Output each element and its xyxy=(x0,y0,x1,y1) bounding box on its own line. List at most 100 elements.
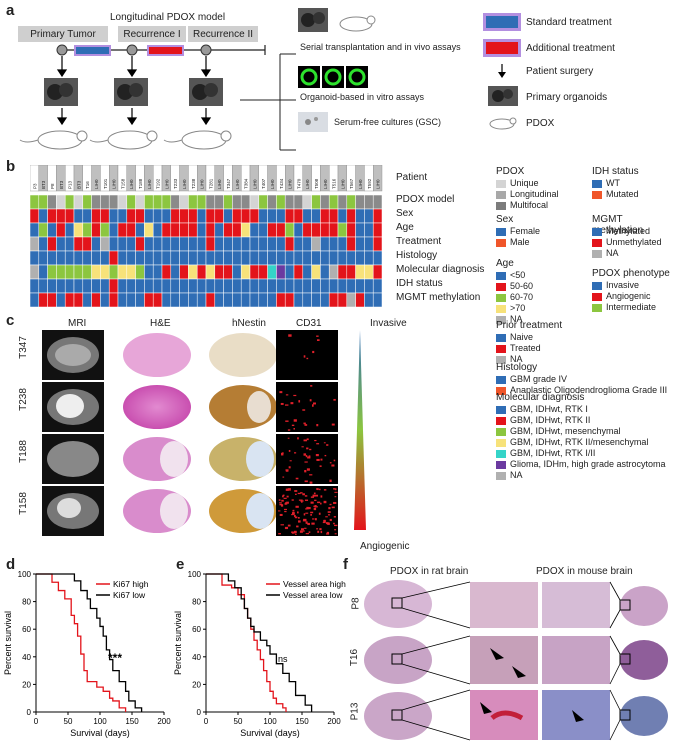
heatmap-cell xyxy=(372,278,383,294)
heatmap-cell xyxy=(249,292,260,308)
heatmap-cell xyxy=(240,222,251,238)
heatmap-cell xyxy=(205,208,216,224)
heatmap-cell xyxy=(196,264,207,280)
heatmap-cell xyxy=(355,194,365,210)
heatmap-cell xyxy=(372,292,383,308)
heatmap-cell xyxy=(346,292,356,308)
heatmap-cell xyxy=(108,250,119,266)
heatmap-cell xyxy=(135,292,145,308)
row-label-p8: P8 xyxy=(350,597,362,610)
legend-swatch xyxy=(592,282,602,290)
heatmap-cell xyxy=(258,264,268,280)
heatmap-cell xyxy=(249,264,260,280)
heatmap-cell xyxy=(100,292,110,308)
heatmap-cell xyxy=(108,236,119,252)
additional-treatment-swatch xyxy=(483,39,521,57)
heatmap-cell xyxy=(100,264,110,280)
row-t16 xyxy=(364,636,668,684)
legend-standard-treatment: Standard treatment xyxy=(526,17,612,28)
patient-id-label: T347 xyxy=(226,178,231,189)
legend-item-label: Unique xyxy=(510,178,539,188)
x-tick-label: 0 xyxy=(204,717,209,726)
heatmap-cell xyxy=(346,250,356,266)
heatmap-cell xyxy=(38,208,48,224)
heatmap-cell xyxy=(364,208,374,224)
arrow-annotations xyxy=(480,648,584,722)
heatmap-cell xyxy=(108,194,119,210)
heatmap-cell xyxy=(372,236,383,252)
legend-item-label: Unmethylated xyxy=(606,237,662,247)
heatmap-cell xyxy=(346,278,356,294)
heatmap-cell xyxy=(249,222,260,238)
heatmap-cell xyxy=(179,278,189,294)
heatmap-cell xyxy=(135,222,145,238)
legend-swatch xyxy=(592,228,602,236)
heatmap-cell xyxy=(38,264,48,280)
heatmap-cell xyxy=(214,194,224,210)
heatmap-cell xyxy=(196,208,207,224)
heatmap-cell xyxy=(82,222,92,238)
heatmap-cell xyxy=(144,264,154,280)
patient-id-label: LIH0 xyxy=(376,179,381,189)
patient-id-label: T192 xyxy=(156,178,161,189)
heatmap-cell xyxy=(284,278,295,294)
heatmap-cell xyxy=(179,208,189,224)
heatmap-cell xyxy=(196,222,207,238)
heatmap-cell xyxy=(276,292,286,308)
heatmap-cell xyxy=(249,250,260,266)
heatmap-cell xyxy=(152,222,163,238)
assay-organoid: Organoid-based in vitro assays xyxy=(300,92,425,102)
heatmap-cell xyxy=(108,292,119,308)
heatmap-cell xyxy=(170,208,180,224)
legend-swatch xyxy=(592,304,602,312)
heatmap-cell xyxy=(337,292,348,308)
heatmap-cell xyxy=(293,208,304,224)
col-he: H&E xyxy=(150,318,171,329)
legend-label: Ki67 high xyxy=(113,579,149,589)
legend-swatch xyxy=(496,461,506,469)
heatmap-cell xyxy=(346,264,356,280)
heatmap-cell xyxy=(100,222,110,238)
legend-item-label: 50-60 xyxy=(510,281,534,291)
standard-treatment-swatch xyxy=(483,13,521,31)
patient-id-label: T158 xyxy=(120,178,125,189)
legend-swatch xyxy=(496,428,506,436)
heatmap-cell xyxy=(170,236,180,252)
patient-id-label: LIH0 xyxy=(182,179,187,189)
surgery-node-3 xyxy=(200,44,212,56)
heatmap-cell xyxy=(267,278,277,294)
heatmap-cell xyxy=(205,236,216,252)
heatmap-cell xyxy=(258,208,268,224)
heatmap-cell xyxy=(346,208,356,224)
heatmap-cell xyxy=(56,236,66,252)
heatmap-cell xyxy=(284,264,295,280)
col-cd31: CD31 xyxy=(296,318,322,329)
legend-item-label: GBM, IDHwt, mesenchymal xyxy=(510,426,621,436)
legend-item-label: Glioma, IDHm, high grade astrocytoma xyxy=(510,459,666,469)
legend-item-label: >70 xyxy=(510,303,526,313)
patient-id-label: T470 xyxy=(296,178,301,189)
cd31-vessel-dots xyxy=(278,334,338,535)
arrow-down-icon xyxy=(498,72,506,78)
col-mri: MRI xyxy=(68,318,87,329)
y-tick-label: 80 xyxy=(192,598,201,607)
heatmap-cell xyxy=(82,264,92,280)
x-tick-label: 100 xyxy=(263,717,277,726)
heatmap-cell xyxy=(355,264,365,280)
legend-item-label: Female xyxy=(510,226,541,236)
x-tick-label: 200 xyxy=(157,717,171,726)
heatmap-cell xyxy=(205,250,216,266)
patient-id-label: T281 xyxy=(208,178,213,189)
heatmap-cell xyxy=(30,236,40,252)
heatmap-cell xyxy=(188,236,198,252)
heatmap-cell xyxy=(249,278,260,294)
heatmap-cell xyxy=(30,278,40,294)
row-label-mgmt: MGMT methylation xyxy=(396,292,481,303)
header-rat-brain: PDOX in rat brain xyxy=(390,566,469,577)
x-tick-label: 50 xyxy=(234,717,243,726)
heatmap-cell xyxy=(267,222,277,238)
patient-id-label: P13 xyxy=(68,180,73,189)
legend-swatch xyxy=(496,283,506,291)
patient-id-label: T516 xyxy=(332,178,337,189)
heatmap-cell xyxy=(100,208,110,224)
